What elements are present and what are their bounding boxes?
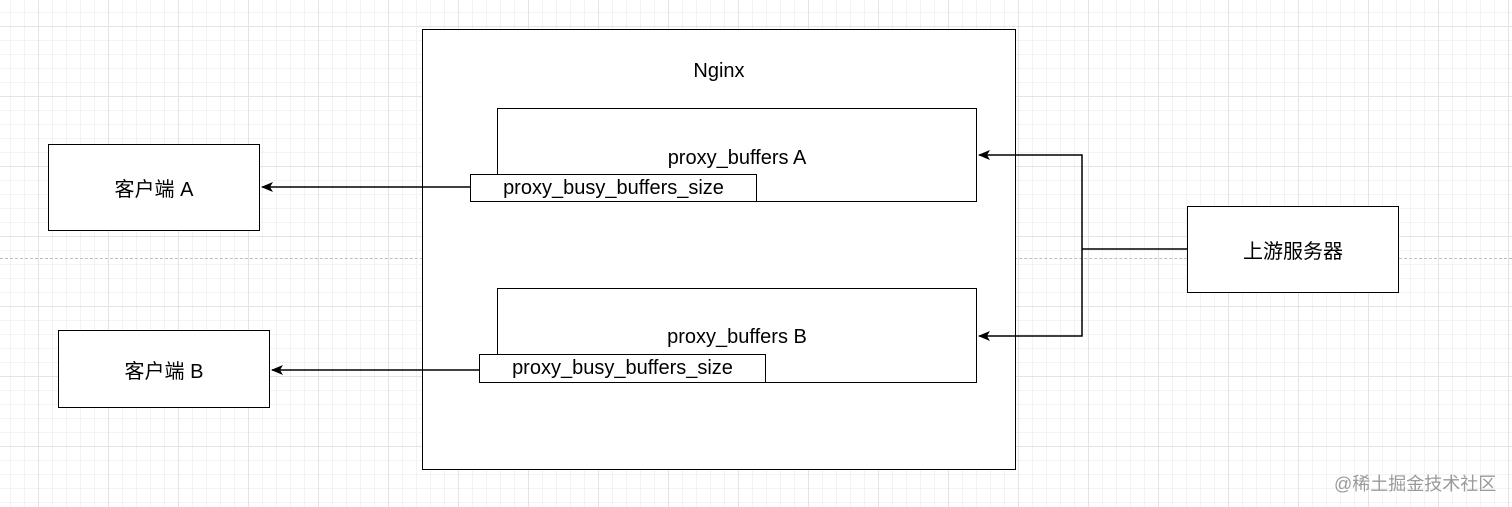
watermark: @稀土掘金技术社区	[1334, 474, 1497, 494]
client-b-label: 客户端 B	[124, 360, 204, 383]
client-b-box: 客户端 B	[58, 330, 270, 408]
busy-buffers-b-label: proxy_busy_buffers_size	[512, 357, 733, 379]
client-a-box: 客户端 A	[48, 144, 260, 231]
arrow-to-buffers-a	[978, 150, 1083, 249]
proxy-buffers-b-label: proxy_buffers B	[667, 326, 807, 348]
busy-buffers-a-label: proxy_busy_buffers_size	[503, 176, 724, 199]
nginx-label: Nginx	[693, 60, 745, 82]
arrow-to-buffers-b	[978, 249, 1083, 341]
upstream-server-box: 上游服务器	[1187, 206, 1399, 293]
busy-buffers-a-box: proxy_busy_buffers_size	[470, 174, 757, 202]
nginx-container: Nginx	[422, 29, 1016, 470]
proxy-buffers-a-label: proxy_buffers A	[667, 147, 807, 169]
client-a-label: 客户端 A	[114, 179, 194, 201]
upstream-server-label: 上游服务器	[1243, 241, 1343, 263]
busy-buffers-b-box: proxy_busy_buffers_size	[479, 354, 766, 383]
